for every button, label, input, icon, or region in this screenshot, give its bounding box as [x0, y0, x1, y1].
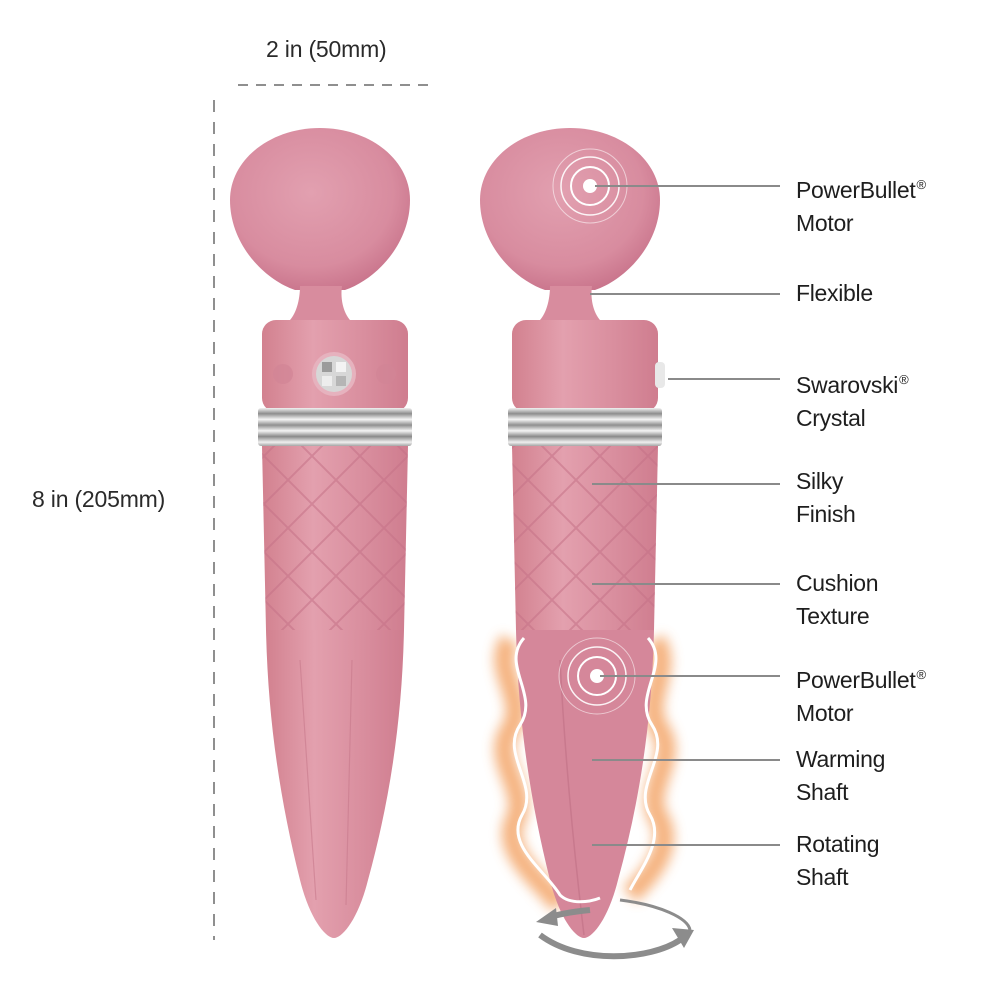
silver-band	[258, 408, 412, 446]
callout-powerbullet-shaft: PowerBullet® Motor	[796, 658, 926, 730]
side-collar	[512, 320, 658, 412]
callout-line1: Flexible	[796, 280, 873, 306]
side-neck	[538, 286, 602, 322]
height-dimension-label: 8 in (205mm)	[32, 486, 166, 512]
callout-swarovski-crystal: Swarovski® Crystal	[796, 363, 909, 435]
callout-line1: Cushion	[796, 570, 879, 596]
rotation-arrows	[536, 898, 694, 960]
callout-line1: PowerBullet	[796, 667, 916, 693]
callout-silky-finish: Silky Finish	[796, 465, 856, 531]
callout-line1: Silky	[796, 468, 844, 494]
side-silver-band	[508, 408, 662, 446]
registered-mark: ®	[916, 667, 926, 682]
leader-lines	[590, 185, 780, 846]
width-dimension-label: 2 in (50mm)	[266, 36, 387, 62]
callout-line2: Shaft	[796, 779, 849, 805]
callout-line2: Shaft	[796, 864, 849, 890]
motor-indicator-shaft	[558, 637, 636, 715]
callout-rotating-shaft: Rotating Shaft	[796, 828, 880, 894]
callout-line2: Motor	[796, 210, 854, 236]
side-head	[480, 128, 660, 290]
callout-line2: Crystal	[796, 405, 866, 431]
flexible-neck	[288, 286, 352, 322]
warming-glow	[494, 634, 676, 912]
callout-flexible: Flexible	[796, 277, 873, 310]
swarovski-crystal-button	[312, 352, 356, 396]
minus-button	[273, 364, 293, 384]
callout-line2: Texture	[796, 603, 870, 629]
callout-powerbullet-head: PowerBullet® Motor	[796, 168, 926, 240]
callout-line2: Motor	[796, 700, 854, 726]
callout-line1: PowerBullet	[796, 177, 916, 203]
registered-mark: ®	[899, 372, 909, 387]
callout-cushion-texture: Cushion Texture	[796, 567, 879, 633]
registered-mark: ®	[916, 177, 926, 192]
tapered-shaft	[266, 630, 404, 938]
warming-waves	[512, 637, 660, 904]
callout-line1: Rotating	[796, 831, 880, 857]
side-view	[480, 128, 694, 960]
callout-line1: Swarovski	[796, 372, 899, 398]
callout-warming-shaft: Warming Shaft	[796, 743, 885, 809]
callout-line2: Finish	[796, 501, 856, 527]
front-view	[230, 128, 412, 938]
plus-button	[376, 364, 396, 384]
side-crystal	[655, 362, 665, 388]
callout-line1: Warming	[796, 746, 886, 772]
wand-head	[230, 128, 410, 290]
